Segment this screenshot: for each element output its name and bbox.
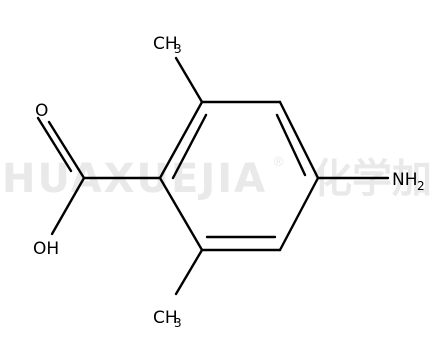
label-hydroxyl: OH — [33, 239, 59, 259]
methyl-bottom-text: CH — [153, 308, 178, 328]
label-carbonyl-oxygen: O — [35, 101, 48, 121]
amine-subscript: 2 — [417, 179, 425, 193]
amine-text: NH — [392, 170, 418, 190]
label-amine: NH 2 — [392, 170, 425, 193]
ring-bond-lower-left — [158, 176, 204, 252]
bond-carbonyl-inner — [36, 116, 73, 173]
bond-hydroxyl — [50, 176, 86, 236]
ring-bond-upper-right — [278, 100, 320, 180]
ring-double-bond-inner-left — [171, 113, 208, 180]
bond-methyl-top — [174, 56, 204, 104]
ring-bond-lower-right — [278, 176, 320, 252]
label-methyl-bottom: CH 3 — [153, 308, 182, 330]
watermark-registered-mark: ® — [272, 155, 285, 170]
methyl-bottom-subscript: 3 — [174, 316, 182, 330]
ring-double-bond-inner-right — [275, 113, 307, 177]
bond-methyl-bottom — [174, 248, 204, 296]
methyl-top-text: CH — [153, 34, 178, 54]
bond-carbonyl-outer — [47, 120, 86, 180]
label-methyl-top: CH 3 — [153, 34, 182, 56]
ring-bond-upper-left — [158, 100, 204, 180]
benzene-ring — [158, 100, 320, 252]
methyl-top-subscript: 3 — [174, 42, 182, 56]
